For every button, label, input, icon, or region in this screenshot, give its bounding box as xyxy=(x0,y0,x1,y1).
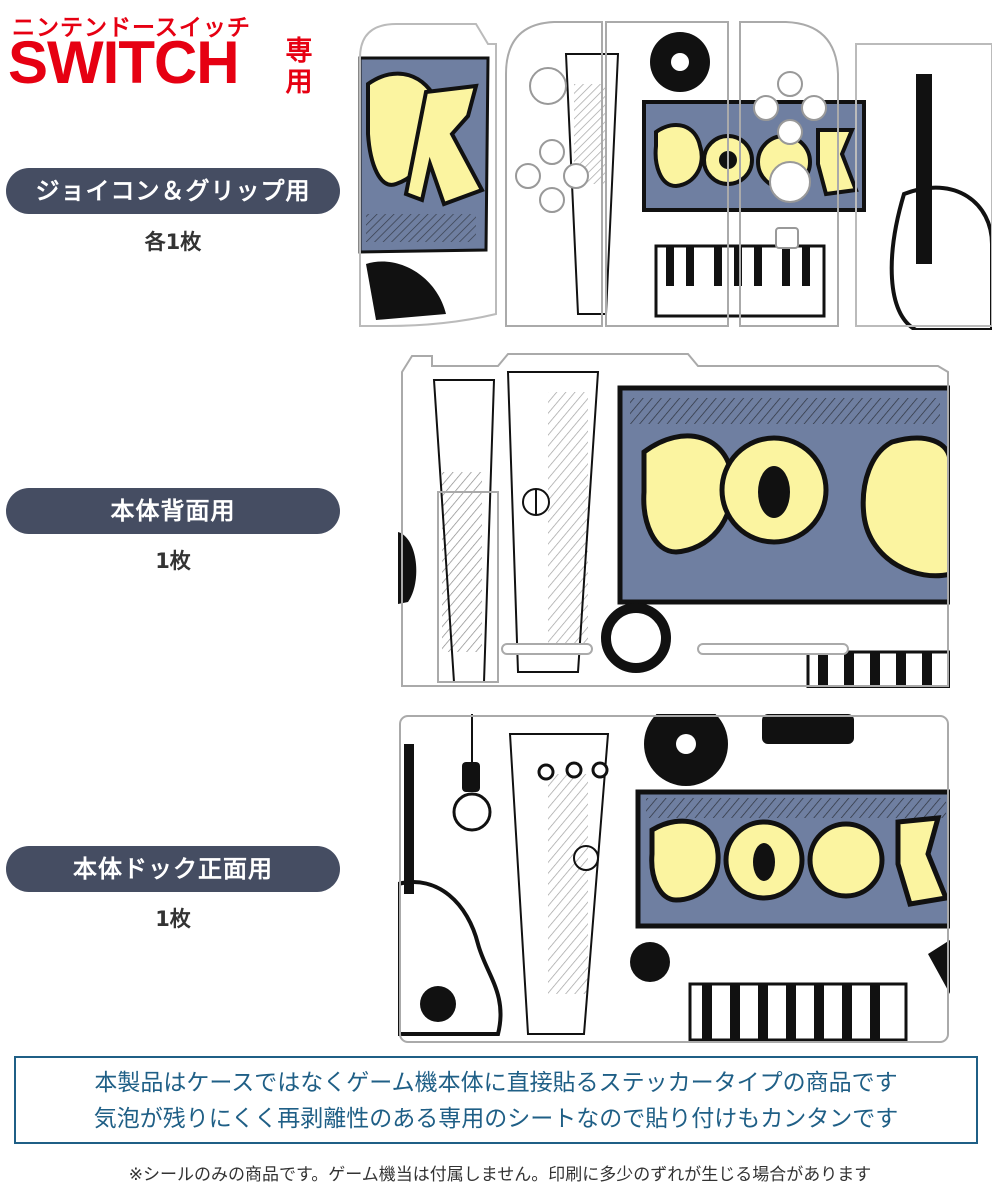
product-notice-box: 本製品はケースではなくゲーム機本体に直接貼るステッカータイプの商品です 気泡が残… xyxy=(14,1056,978,1144)
joycon-grip-label: ジョイコン＆グリップ用 xyxy=(6,168,340,214)
footnote-text: ※シールのみの商品です。ゲーム機当は付属しません。印刷に多少のずれが生じる場合が… xyxy=(128,1165,872,1185)
joycon-grip-count: 各1枚 xyxy=(144,230,202,254)
notice-line-2: 気泡が残りにくく再剥離性のある専用のシートなので貼り付けもカンタンです xyxy=(93,1106,899,1132)
console-back-skin-image xyxy=(398,352,950,688)
brand-top-label: ニンテンドースイッチ xyxy=(12,15,251,41)
console-back-count: 1枚 xyxy=(155,549,191,573)
dock-front-count: 1枚 xyxy=(155,907,191,931)
dock-front-label: 本体ドック正面用 xyxy=(6,846,340,892)
dock-front-skin-image xyxy=(398,714,950,1044)
brand-main-label: SWITCH xyxy=(8,29,240,96)
notice-line-1: 本製品はケースではなくゲーム機本体に直接貼るステッカータイプの商品です xyxy=(94,1070,898,1096)
joycon-grip-skin-image xyxy=(356,14,992,330)
brand-side-label: 専用 xyxy=(285,36,313,98)
console-back-label: 本体背面用 xyxy=(6,488,340,534)
